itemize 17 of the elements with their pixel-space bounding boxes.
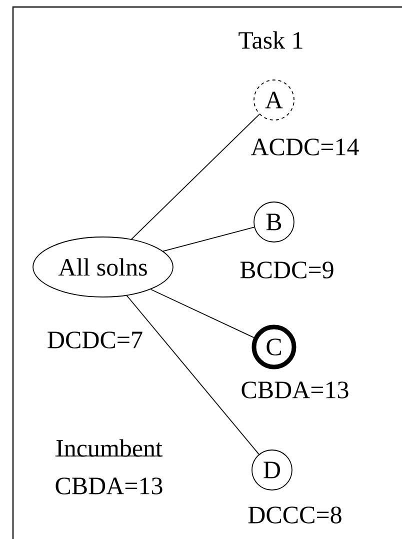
- score-label: DCDC=7: [48, 332, 142, 348]
- circle-node: D: [252, 450, 292, 490]
- score-label: BCDC=9: [240, 262, 334, 278]
- score-label: CBDA=13: [56, 478, 162, 494]
- ellipse-node: All solns: [32, 236, 174, 298]
- circle-node: A: [254, 80, 294, 120]
- edge-line: [126, 295, 260, 455]
- score-label: ACDC=14: [250, 138, 359, 156]
- circle-node: C: [252, 324, 296, 370]
- score-label: DCCC=8: [248, 506, 342, 524]
- heading-label: Incumbent: [56, 439, 162, 457]
- edge-line: [131, 114, 260, 240]
- edge-line: [162, 226, 255, 252]
- title: Task 1: [238, 31, 302, 49]
- edge-line: [150, 288, 254, 338]
- circle-node: B: [254, 202, 294, 242]
- score-label: CBDA=13: [242, 382, 348, 398]
